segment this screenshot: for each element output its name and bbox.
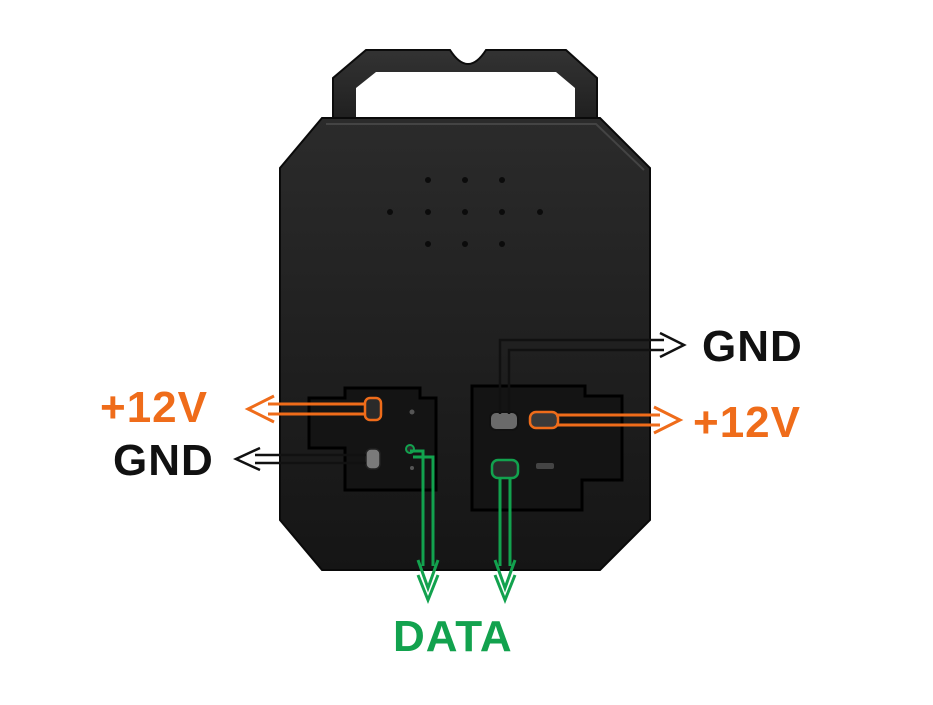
left-ground-arrow	[232, 446, 366, 472]
right-power-label: +12V	[693, 398, 801, 447]
left-ground-label: GND	[113, 436, 214, 485]
right-ground-pin	[489, 411, 519, 431]
left-power-arrow	[244, 394, 364, 424]
left-power-pin	[363, 396, 383, 422]
right-power-pin	[528, 410, 560, 430]
right-ground-label: GND	[702, 322, 803, 371]
right-ground-arrow	[498, 331, 687, 414]
device-body	[279, 117, 651, 571]
right-data-arrow	[493, 478, 517, 605]
data-label: DATA	[393, 612, 513, 661]
left-data-arrow	[410, 449, 440, 605]
left-ground-pin	[365, 448, 381, 470]
vent-holes	[387, 177, 543, 247]
right-power-arrow	[556, 405, 684, 435]
left-power-label: +12V	[100, 383, 208, 432]
right-data-pin	[490, 458, 520, 480]
